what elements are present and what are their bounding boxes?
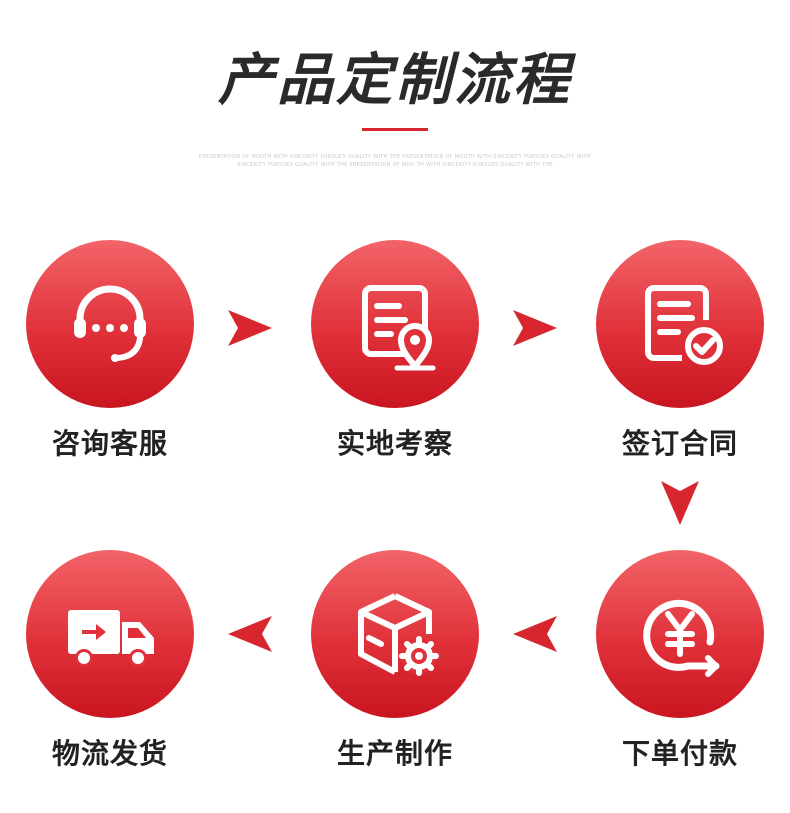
arrow-down-icon: [661, 481, 699, 525]
step-payment: 下单付款: [595, 550, 765, 772]
page-title: 产品定制流程: [218, 48, 572, 113]
title-underline: [362, 128, 428, 131]
step-circle: [596, 550, 764, 718]
location-document-icon: [362, 285, 436, 371]
headset-icon: [74, 285, 146, 362]
step-survey: 实地考察: [310, 240, 480, 462]
step-label: 咨询客服: [51, 427, 168, 460]
step-contract: 签订合同: [595, 240, 765, 462]
contract-check-icon: [645, 285, 723, 365]
step-label: 生产制作: [336, 737, 453, 770]
step-label: 签订合同: [621, 427, 738, 460]
yuan-payment-icon: [643, 599, 720, 677]
step-label: 下单付款: [621, 737, 738, 770]
arrow-left-icon: [228, 616, 272, 652]
delivery-truck-icon: [68, 610, 154, 667]
step-label: 物流发货: [51, 737, 168, 770]
box-gear-icon: [358, 593, 439, 676]
arrow-right-icon: [228, 310, 272, 346]
step-circle: [26, 240, 194, 408]
step-circle: [26, 550, 194, 718]
step-consult: 咨询客服: [25, 240, 195, 462]
step-label: 实地考察: [336, 427, 453, 460]
step-circle: [311, 550, 479, 718]
step-delivery: 物流发货: [25, 550, 195, 772]
page-subtitle: PRESENTATION OF MOUTH WITH SINCERITY PUR…: [199, 154, 591, 168]
step-production: 生产制作: [310, 550, 480, 772]
step-circle: [311, 240, 479, 408]
arrow-left-icon: [513, 616, 557, 652]
step-circle: [596, 240, 764, 408]
arrow-right-icon: [513, 310, 557, 346]
